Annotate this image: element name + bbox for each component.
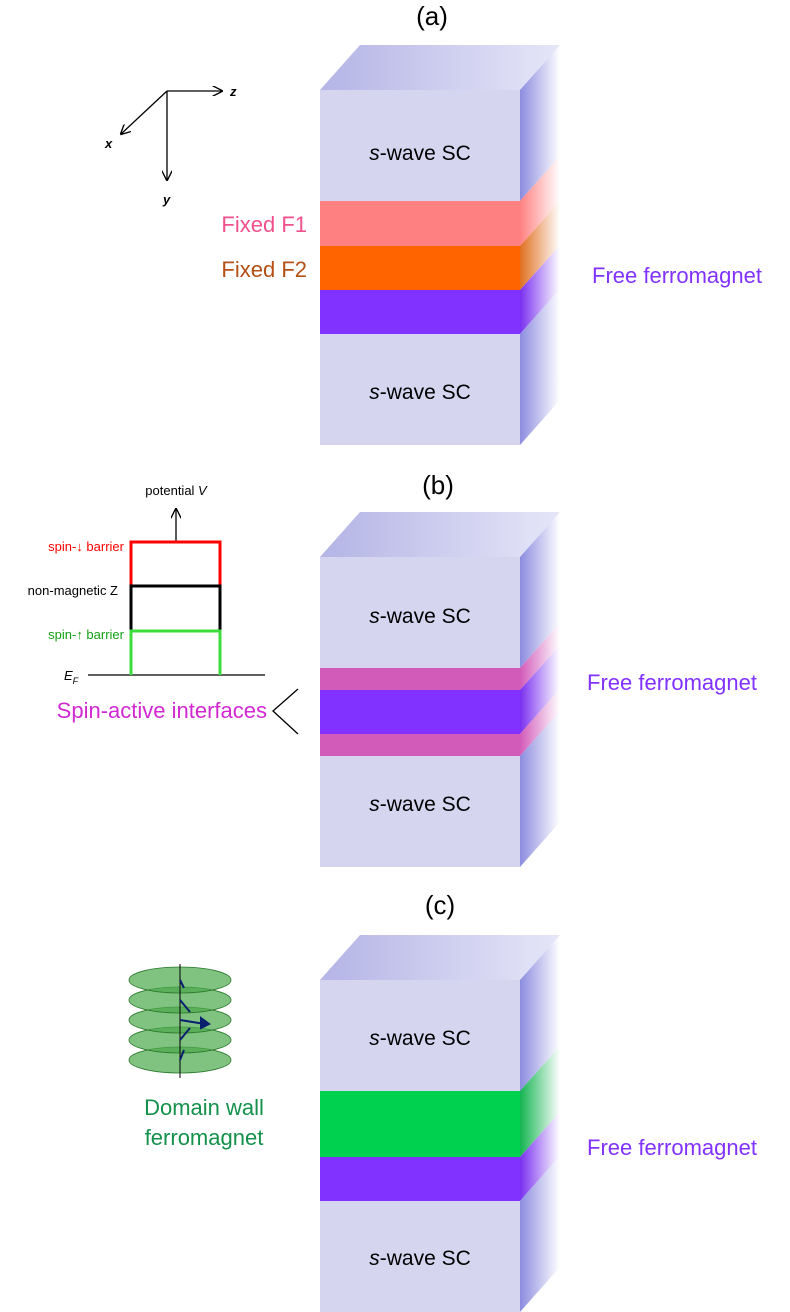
- x-axis-label: x: [104, 136, 113, 151]
- slab-c-side-free: [520, 1112, 560, 1201]
- sc-bottom-layer-c: [320, 1201, 520, 1312]
- slab-c-top-face: [320, 935, 560, 980]
- sc-top-layer-c: [320, 980, 520, 1091]
- domain-wall-layer: [320, 1091, 520, 1157]
- z-axis-label: z: [229, 84, 237, 99]
- spin-arrow-2: [179, 999, 191, 1013]
- slab-c-side-sc-bottom: [520, 1156, 560, 1312]
- sc-bottom-layer-b: [320, 756, 520, 867]
- fixed-f2-layer: [320, 246, 520, 290]
- sc-top-layer-a: [320, 90, 520, 201]
- slab-b-top-face: [320, 512, 560, 557]
- spin-up-barrier-label: spin-↑ barrier: [48, 627, 125, 642]
- slab-c: [320, 935, 560, 1312]
- spin-arrow-5: [179, 1049, 185, 1061]
- spin-active-layer-bottom: [320, 734, 520, 756]
- x-axis-arrow: [121, 90, 168, 134]
- spin-arrow-1: [179, 979, 185, 989]
- spin-down-barrier-line: [129, 540, 222, 675]
- sc-bottom-label-c: s-wave SC: [369, 1247, 471, 1270]
- slab-a-side-f1: [520, 156, 560, 246]
- slab-b-side-sc-bottom: [520, 711, 560, 867]
- spin-active-label: Spin-active interfaces: [57, 698, 267, 723]
- slab-a-side-sc-top: [520, 45, 560, 201]
- axes-diagram: [121, 91, 222, 180]
- panel-c-label: (c): [425, 890, 455, 920]
- sc-top-layer-b: [320, 557, 520, 668]
- fixed-f1-layer: [320, 201, 520, 246]
- slab-a: [320, 45, 560, 445]
- free-ferromagnet-label-b: Free ferromagnet: [587, 670, 757, 695]
- slab-b-side-sa-top: [520, 623, 560, 690]
- panel-a: (a) s-wave SC s-wave SC Fixed F1 Fixed F…: [104, 1, 762, 445]
- spin-up-barrier-line: [129, 629, 222, 675]
- fermi-level-label: EF: [64, 668, 79, 686]
- slab-a-side-free: [520, 245, 560, 334]
- slab-a-side-f2: [520, 201, 560, 290]
- domain-wall-label-line2: ferromagnet: [145, 1125, 264, 1150]
- slab-c-side-sc-top: [520, 935, 560, 1091]
- sc-top-label-c: s-wave SC: [369, 1027, 471, 1050]
- free-ferromagnet-label-a: Free ferromagnet: [592, 263, 762, 288]
- free-ferromagnet-label-c: Free ferromagnet: [587, 1135, 757, 1160]
- sc-top-label-a: s-wave SC: [369, 142, 471, 165]
- spin-arrows: [179, 979, 211, 1061]
- slab-b-side-sa-bottom: [520, 689, 560, 756]
- spin-down-barrier-label: spin-↓ barrier: [48, 539, 125, 554]
- fixed-f2-label: Fixed F2: [221, 257, 307, 282]
- potential-diagram: potential V EF spin-↓ barrier non-magnet…: [28, 483, 265, 686]
- panel-b-label: (b): [422, 470, 454, 500]
- slab-a-side-sc-bottom: [520, 289, 560, 445]
- y-axis-label: y: [162, 192, 171, 207]
- slab-b: [320, 512, 560, 867]
- sc-top-label-b: s-wave SC: [369, 605, 471, 628]
- sc-bottom-label-b: s-wave SC: [369, 793, 471, 816]
- panel-c: (c) s-wave SC s-wave SC Free ferromagnet…: [128, 890, 757, 1312]
- non-magnetic-label: non-magnetic Z: [28, 583, 118, 598]
- spin-active-bracket: [272, 688, 299, 735]
- slab-b-side-sc-top: [520, 512, 560, 668]
- domain-wall-label-line1: Domain wall: [144, 1095, 264, 1120]
- spin-active-layer-top: [320, 668, 520, 690]
- panel-b: (b) s-wave SC s-wave SC Free ferromagnet…: [28, 470, 757, 867]
- spin-arrow-3-head: [200, 1016, 211, 1030]
- free-ferromagnet-layer-b: [320, 690, 520, 734]
- sc-bottom-layer-a: [320, 334, 520, 445]
- panel-a-label: (a): [416, 1, 448, 31]
- slab-b-side-free: [520, 645, 560, 734]
- domain-wall-stack-icon: [128, 964, 232, 1078]
- spin-arrow-4: [179, 1027, 191, 1041]
- free-ferromagnet-layer-a: [320, 290, 520, 334]
- sc-bottom-label-a: s-wave SC: [369, 381, 471, 404]
- slab-c-side-dw: [520, 1046, 560, 1157]
- free-ferromagnet-layer-c: [320, 1157, 520, 1201]
- potential-label: potential V: [145, 483, 208, 498]
- fixed-f1-label: Fixed F1: [221, 212, 307, 237]
- slab-a-top-face: [320, 45, 560, 90]
